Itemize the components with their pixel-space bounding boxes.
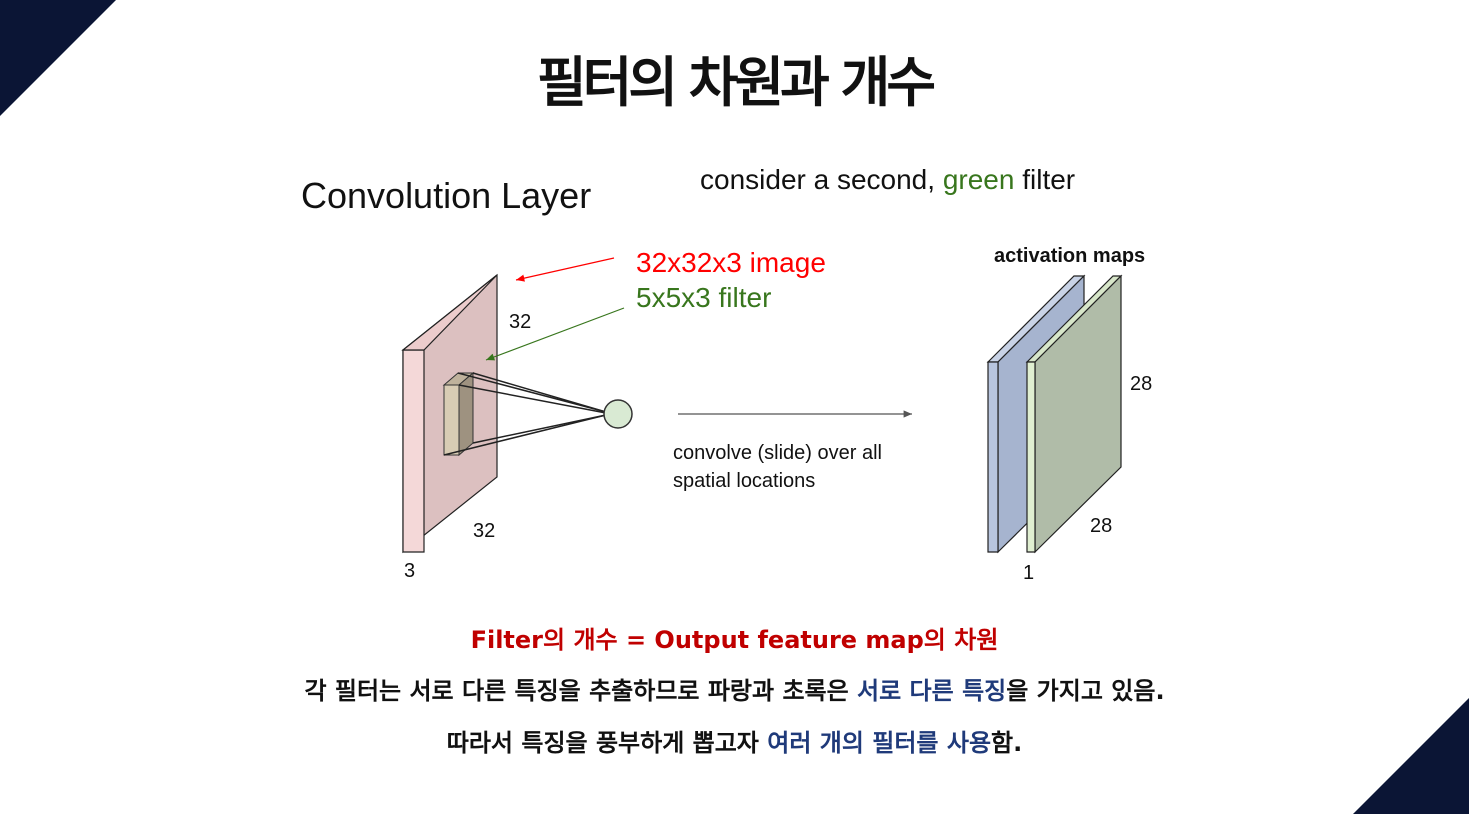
- filter-connections: [443, 372, 607, 456]
- filter-cuboid: [442, 371, 475, 457]
- convolve-text-line1: convolve (slide) over all: [673, 442, 882, 464]
- green-word: green: [943, 164, 1015, 195]
- activation-map-green: [1025, 274, 1123, 554]
- convolve-text-line2: spatial locations: [673, 470, 815, 492]
- activation-height-label: 28: [1130, 373, 1152, 395]
- image-pointer-arrow: [515, 257, 615, 282]
- input-height-label: 32: [509, 311, 531, 333]
- input-width-label: 32: [473, 520, 495, 542]
- highlight-multiple-filters: 여러 개의 필터를 사용: [767, 729, 992, 757]
- explanation-line-2: 따라서 특징을 풍부하게 뽑고자 여러 개의 필터를 사용함.: [446, 729, 1023, 757]
- convolution-diagram: Convolution Layer consider a second, gre…: [301, 164, 1152, 584]
- slide-title: 필터의 차원과 개수: [536, 51, 936, 114]
- image-label: 32x32x3 image: [636, 247, 826, 278]
- formula-line: Filter의 개수 = Output feature map의 차원: [470, 626, 999, 654]
- activation-width-label: 28: [1090, 515, 1112, 537]
- activation-maps-title: activation maps: [994, 245, 1145, 267]
- filter-pointer-arrow: [485, 307, 625, 361]
- diagram-heading: Convolution Layer: [301, 175, 591, 216]
- activation-depth-label: 1: [1023, 562, 1034, 584]
- filter-label: 5x5x3 filter: [636, 282, 771, 313]
- diagram-subtitle: consider a second, green filter: [700, 164, 1075, 195]
- explanation-line-1: 각 필터는 서로 다른 특징을 추출하므로 파랑과 초록은 서로 다른 특징을 …: [304, 677, 1165, 705]
- output-neuron: [603, 399, 633, 429]
- input-depth-label: 3: [404, 560, 415, 582]
- highlight-different-features: 서로 다른 특징: [857, 677, 1007, 705]
- corner-decoration-bottom-right: [1353, 698, 1469, 814]
- corner-decoration-top-left: [0, 0, 116, 116]
